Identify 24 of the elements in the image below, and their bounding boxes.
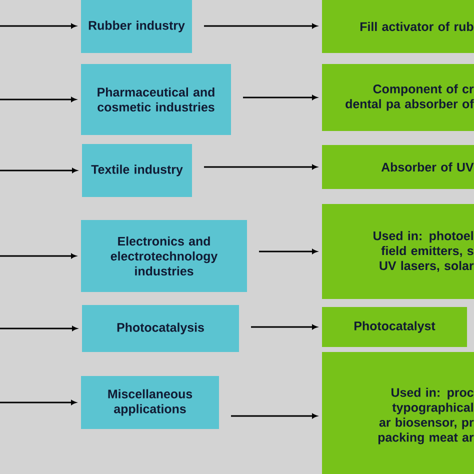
industry-box: Electronics and electrotechnology industries [81,220,247,292]
arrow [231,414,318,418]
application-box: Used in: photoel field emitters, s UV lasers, solar [322,204,474,299]
arrow [251,324,318,330]
arrow [0,24,76,28]
arrow [204,24,318,28]
industry-box: Textile industry [82,144,192,197]
arrow [259,249,318,254]
arrow [243,95,318,100]
arrow [0,97,76,102]
application-box: Component of cr dental pa absorber of [322,64,474,131]
arrow [0,168,78,173]
application-box: Fill activator of rub [322,0,474,53]
industry-box: Pharmaceutical and cosmetic industries [81,64,231,135]
industry-box: Miscellaneous applications [81,376,219,429]
industry-box: Photocatalysis [82,305,239,352]
arrow [0,400,76,405]
industry-box: Rubber industry [81,0,192,53]
arrow [204,164,318,170]
arrow [0,254,76,258]
application-box: Used in: proc typographical ar biosensor, pr packing meat ar [322,352,474,474]
application-box: Photocatalyst [322,307,467,347]
application-box: Absorber of UV [322,145,474,189]
arrow [0,326,78,331]
